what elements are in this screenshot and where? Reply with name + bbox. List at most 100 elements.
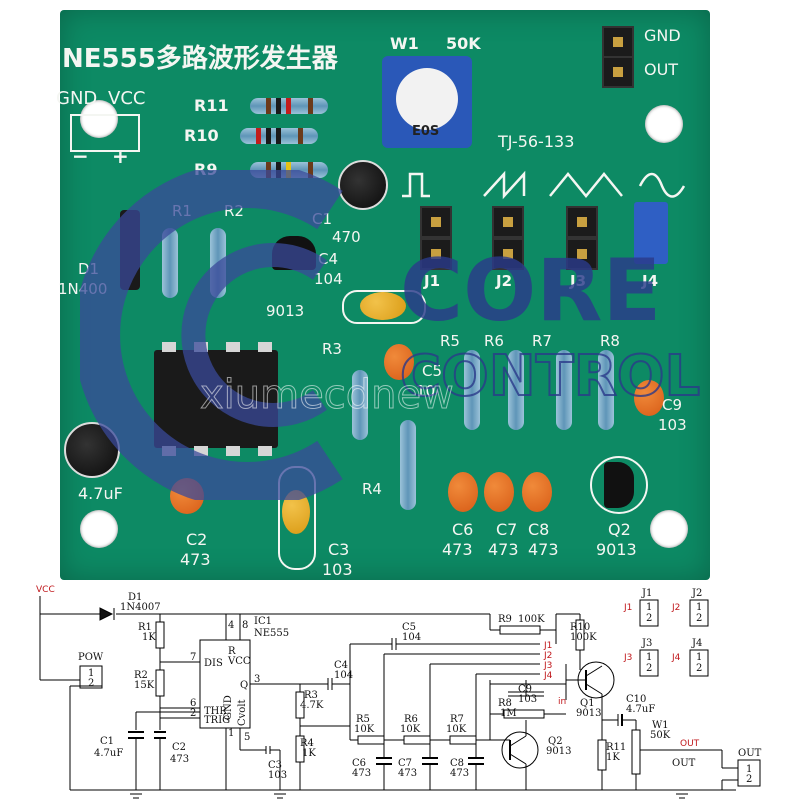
sch-n1: 1	[228, 728, 234, 739]
sch-pin-thr: THR	[204, 706, 227, 717]
c4-label: C4	[318, 250, 339, 268]
ceramic-capacitor-c7	[484, 472, 514, 512]
c8-label: C8	[528, 520, 550, 539]
sch-c3: C3	[268, 760, 282, 771]
sch-j4-net: J4	[543, 671, 553, 681]
j2-header-pin	[492, 238, 524, 270]
plus-label: +	[112, 144, 129, 168]
sch-n4: 4	[228, 620, 234, 631]
q2-value: 9013	[596, 540, 637, 559]
sch-j2-pin2: 2	[696, 613, 702, 624]
sch-ic1-value: NE555	[254, 628, 289, 639]
sch-r2: R2	[134, 670, 148, 681]
sch-d1-value: 1N4007	[120, 602, 161, 613]
j3-label: J3	[570, 272, 587, 290]
q2-label: Q2	[608, 520, 631, 539]
sch-c6: C6	[352, 758, 366, 769]
c2-label: C2	[186, 530, 208, 549]
d1-label: D1	[78, 260, 100, 278]
sch-r7: R7	[450, 714, 464, 725]
sch-j3-side: J3	[623, 653, 632, 663]
sch-c10-value: 4.7uF	[626, 704, 655, 715]
sch-w1: W1	[652, 720, 669, 731]
sch-c1-value: 4.7uF	[94, 748, 123, 759]
sch-n2: 2	[190, 708, 196, 719]
board-photo: NE555多路波形发生器 GND VCC − + R11 R10 R9 W1 5…	[56, 10, 710, 580]
sch-w1-value: 50K	[650, 730, 671, 741]
sch-out-pin2: 2	[746, 774, 752, 785]
ne555-chip	[154, 342, 278, 456]
sch-c8: C8	[450, 758, 464, 769]
w1-label: W1	[390, 34, 419, 53]
sch-j4: J4	[691, 638, 702, 649]
ceramic-capacitor	[360, 292, 406, 320]
sch-r6-value: 10K	[400, 724, 421, 735]
sch-c4: C4	[334, 660, 348, 671]
sch-c6-value: 473	[352, 768, 371, 779]
j1-header-pin	[420, 238, 452, 270]
sch-j2-net: J2	[543, 651, 552, 661]
sch-pow-pin1: 1	[88, 668, 94, 679]
sch-j3-net: J3	[543, 661, 552, 671]
sch-r10-value: 100K	[570, 632, 597, 643]
electrolytic-capacitor-c10	[338, 160, 388, 210]
r5-label: R5	[440, 332, 460, 350]
sch-r11-value: 1K	[606, 752, 620, 763]
sch-n6: 6	[190, 698, 196, 709]
c10-label: C1	[312, 210, 333, 228]
sch-out-red: OUT	[680, 739, 700, 749]
vcc-label: VCC	[108, 88, 146, 109]
sine-wave-icon	[638, 172, 686, 198]
sch-j2-pin1: 1	[696, 602, 702, 613]
sch-r8: R8	[498, 698, 512, 709]
c3-label: C3	[328, 540, 350, 559]
d1-value: 1N400	[58, 280, 108, 298]
sch-c7-value: 473	[398, 768, 417, 779]
ceramic-capacitor-c9	[634, 380, 664, 416]
sch-pin-dis: DIS	[204, 658, 223, 669]
resistor-r11	[250, 98, 328, 114]
sch-q1: Q1	[580, 698, 595, 709]
sch-q2-value: 9013	[546, 746, 571, 757]
mounting-hole	[80, 510, 118, 548]
sch-c5-value: 104	[402, 632, 421, 643]
r10-label: R10	[184, 126, 219, 145]
sch-pin-trig: TRIG	[204, 715, 230, 726]
output-header-pin	[602, 56, 634, 88]
sch-j3-pin2: 2	[646, 663, 652, 674]
sch-c9-value: 103	[518, 694, 537, 705]
sch-r4: R4	[300, 738, 314, 749]
sch-pin-q: Q	[240, 680, 248, 691]
potentiometer: E0S	[382, 56, 472, 148]
r2-label: R2	[224, 202, 244, 220]
sawtooth-wave-icon	[483, 170, 526, 200]
sch-n3: 3	[254, 674, 260, 685]
sch-vcc: VCC	[36, 585, 55, 595]
j1-header-pin	[420, 206, 452, 238]
ceramic-capacitor-c6	[448, 472, 478, 512]
sch-c3-value: 103	[268, 770, 287, 781]
sch-j1: J1	[641, 588, 652, 599]
sch-r1: R1	[138, 622, 152, 633]
resistor-r6	[508, 350, 524, 430]
pot-knob	[396, 68, 458, 130]
resistor-r2	[210, 228, 226, 298]
sch-out-connector: OUT	[738, 748, 762, 759]
model-label: TJ-56-133	[498, 132, 575, 151]
c1-value: 4.7uF	[78, 484, 123, 503]
sch-n7: 7	[190, 652, 196, 663]
r6-label: R6	[484, 332, 504, 350]
resistor-r4	[400, 420, 416, 510]
j3-header-pin	[566, 238, 598, 270]
ceramic-capacitor-c3	[282, 490, 310, 534]
q1-value: 9013	[266, 302, 305, 320]
transistor-q2	[604, 462, 634, 508]
out-gnd-label: GND	[644, 26, 681, 45]
board-title: NE555多路波形发生器	[62, 44, 338, 74]
r11-label: R11	[194, 96, 229, 115]
resistor-r3	[352, 370, 368, 440]
gnd-label: GND	[56, 88, 98, 109]
waveform-icons	[402, 170, 686, 200]
sch-r2-value: 15K	[134, 680, 155, 691]
c2-value: 473	[180, 550, 211, 569]
